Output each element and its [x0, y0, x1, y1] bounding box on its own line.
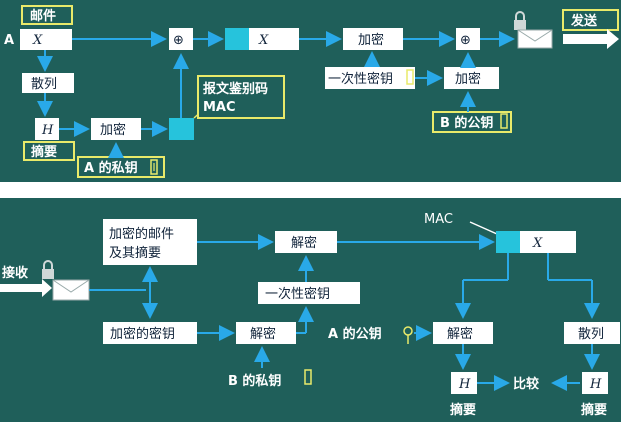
hash-box-top-text: 散列	[31, 77, 57, 92]
a-public-key-label: A 的公钥	[328, 326, 382, 342]
mac-x-x-part	[249, 28, 299, 50]
h-box-top	[35, 118, 59, 140]
x-box-top	[20, 29, 72, 50]
encrypted-key-box	[103, 322, 197, 344]
hash-box-bottom	[564, 322, 620, 344]
encrypted-mail-line1: 加密的邮件	[109, 226, 174, 242]
encrypt-box-3	[444, 67, 499, 89]
one-time-key-box-top	[325, 67, 415, 89]
encrypt-box-2	[343, 28, 403, 50]
encrypted-key-text: 加密的密钥	[110, 326, 175, 342]
digest-label: 摘要	[31, 144, 57, 160]
h-box-right-text: H	[589, 377, 602, 392]
one-time-key-top-text: 一次性密钥	[328, 71, 393, 87]
mac-x-bottom-mac-part	[496, 231, 520, 253]
lock-icon	[514, 11, 526, 30]
encrypt-box-1-text: 加密	[100, 122, 126, 138]
mac-x-bottom-x-part	[520, 231, 576, 253]
h-box-top-text: H	[41, 123, 54, 138]
envelope-icon	[52, 279, 90, 301]
digest-right-label: 摘要	[581, 402, 607, 418]
decrypt-box-2	[236, 322, 296, 344]
xor-2-symbol: ⊕	[460, 33, 471, 48]
send-label: 发送	[570, 13, 598, 29]
one-time-key-bottom-text: 一次性密钥	[265, 286, 330, 302]
mac-x-x-text: X	[258, 33, 269, 48]
hash-box-top	[22, 73, 74, 93]
mac-label-pointer	[469, 221, 498, 235]
encrypted-mail-line2: 及其摘要	[109, 245, 161, 261]
mac-block	[169, 118, 194, 140]
mail-label-frame	[21, 5, 73, 25]
h-box-right	[582, 372, 608, 394]
receive-arrow	[0, 279, 52, 297]
decrypt-box-2-text: 解密	[250, 326, 276, 342]
mac-caption-line1: 报文鉴别码	[203, 81, 268, 97]
key-icon	[500, 113, 508, 129]
sender-a-label: A	[4, 33, 14, 48]
encrypt-box-2-text: 加密	[358, 32, 384, 48]
h-box-left	[451, 372, 477, 394]
decrypt-box-3	[433, 322, 493, 344]
envelope-icon	[517, 29, 553, 49]
xor-box-2	[456, 28, 480, 50]
mac-caption-line2: MAC	[203, 100, 236, 115]
x-box-top-text: X	[32, 33, 43, 48]
key-icon	[406, 69, 414, 85]
h-box-left-text: H	[458, 377, 471, 392]
xor-box-1	[169, 28, 193, 50]
decrypt-box-3-text: 解密	[447, 326, 473, 342]
key-icon	[304, 369, 312, 385]
mac-caption-frame	[197, 75, 285, 119]
b-public-key-label: B 的公钥	[440, 115, 493, 131]
send-arrow	[563, 29, 619, 49]
key-icon	[150, 159, 158, 175]
receive-label: 接收	[2, 265, 29, 281]
key-icon	[403, 326, 413, 344]
encrypt-box-1	[91, 118, 141, 140]
digest-label-frame	[23, 141, 75, 161]
a-private-key-label: A 的私钥	[84, 160, 138, 176]
encrypted-mail-box	[103, 219, 197, 265]
receiver-flow: 接收 加密的邮件 及其摘要 解密	[0, 212, 620, 418]
xor-1-symbol: ⊕	[173, 33, 184, 48]
compare-label: 比较	[513, 376, 539, 392]
one-time-key-box-bottom	[258, 282, 360, 304]
decrypt-box-1-text: 解密	[291, 235, 317, 251]
mac-x-bottom-x-text: X	[532, 236, 543, 251]
encrypt-box-3-text: 加密	[455, 71, 481, 87]
digest-left-label: 摘要	[450, 402, 476, 418]
mac-x-mac-part	[225, 28, 249, 50]
mac-label-bottom: MAC	[424, 212, 453, 227]
b-private-key-label: B 的私钥	[228, 373, 281, 389]
mail-label: 邮件	[30, 8, 56, 24]
b-public-key-frame	[432, 111, 512, 133]
send-label-frame	[562, 9, 619, 31]
lock-icon	[42, 260, 54, 279]
sender-flow: A 邮件 X 散列 H 摘要 加密	[4, 5, 619, 178]
decrypt-box-1	[275, 231, 337, 253]
hash-box-bottom-text: 散列	[578, 327, 604, 342]
